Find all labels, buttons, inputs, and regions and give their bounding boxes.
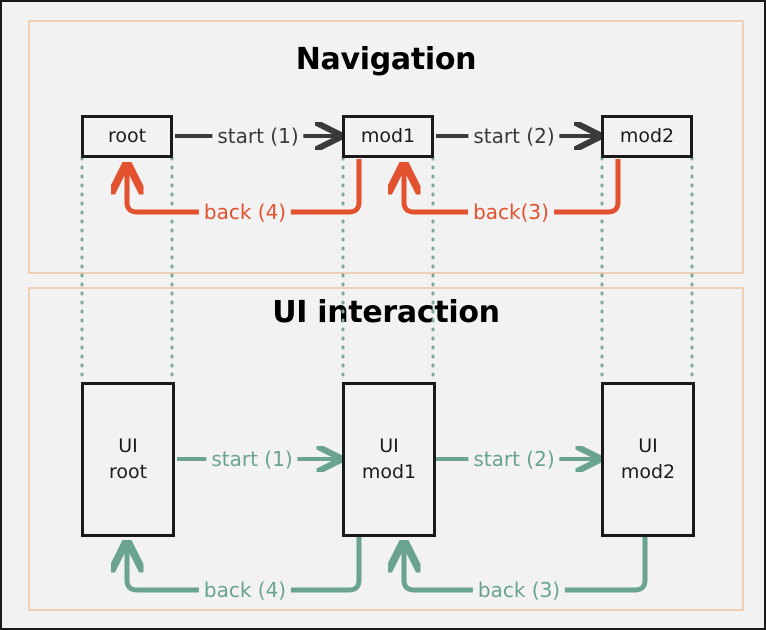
node-ui-mod1-label-line2: mod1 <box>361 460 417 483</box>
node-mod2-label: mod2 <box>619 124 675 147</box>
panel-navigation: Navigation <box>28 20 744 274</box>
edge-label-start-2-ui: start (2) <box>468 447 560 471</box>
node-ui-mod1-label-line1: UI <box>379 435 399 458</box>
node-mod1[interactable]: mod1 <box>342 115 434 158</box>
panel-navigation-title: Navigation <box>295 42 477 77</box>
edge-label-back-3-ui: back (3) <box>472 578 566 602</box>
node-root[interactable]: root <box>81 115 173 158</box>
node-ui-mod1[interactable]: UI mod1 <box>342 382 436 537</box>
node-ui-mod2-label-line1: UI <box>638 435 658 458</box>
edge-label-start-1-ui: start (1) <box>206 447 298 471</box>
node-ui-root-label-line1: UI <box>118 435 138 458</box>
edge-label-back-4-nav: back (4) <box>198 200 292 224</box>
panel-ui-interaction: UI interaction <box>28 287 744 611</box>
node-ui-mod2[interactable]: UI mod2 <box>601 382 695 537</box>
node-mod2[interactable]: mod2 <box>601 115 693 158</box>
panel-ui-interaction-title: UI interaction <box>272 295 500 330</box>
edge-label-back-4-ui: back (4) <box>198 578 292 602</box>
edge-label-back-3-nav: back(3) <box>468 200 554 224</box>
node-root-label: root <box>107 124 147 147</box>
node-ui-mod2-label-line2: mod2 <box>620 460 676 483</box>
edge-label-start-1-nav: start (1) <box>212 124 304 148</box>
node-mod1-label: mod1 <box>360 124 416 147</box>
node-ui-root-label-line2: root <box>108 460 148 483</box>
node-ui-root[interactable]: UI root <box>81 382 175 537</box>
edge-label-start-2-nav: start (2) <box>468 124 560 148</box>
